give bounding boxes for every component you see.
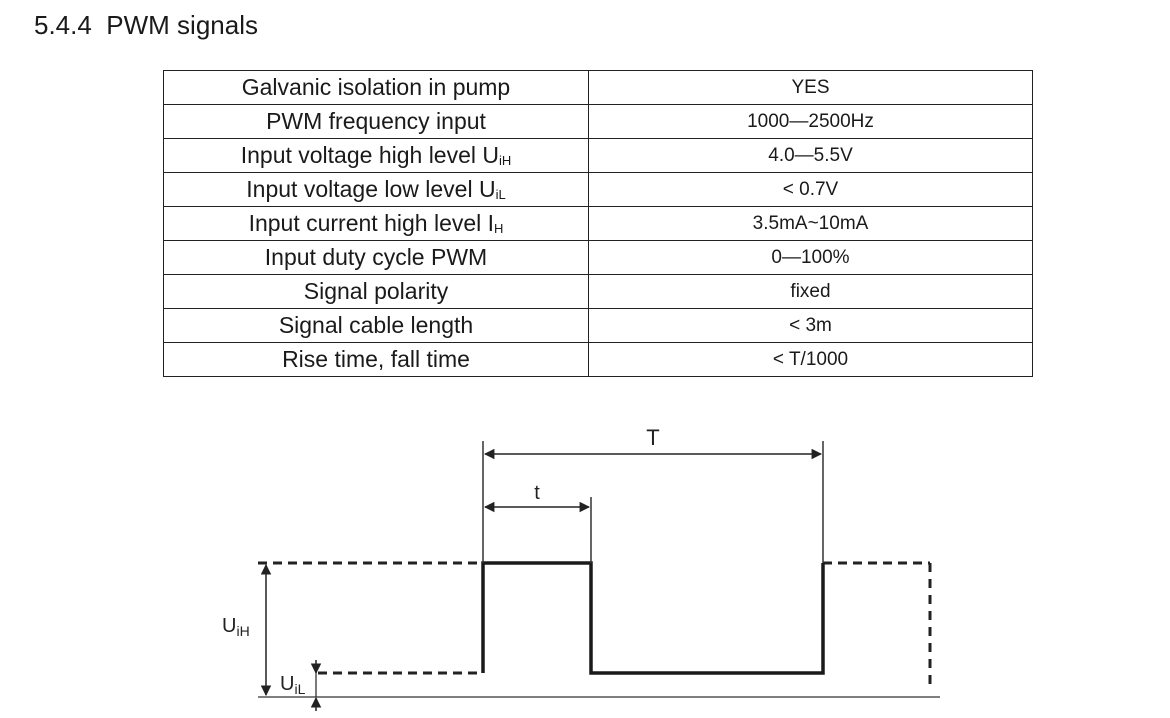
section-heading: 5.4.4 PWM signals — [34, 8, 258, 42]
table-row: Input duty cycle PWM 0—100% — [163, 240, 1033, 275]
pwm-waveform — [481, 561, 825, 675]
value-cell: 0—100% — [588, 240, 1033, 275]
value-cell: fixed — [588, 274, 1033, 309]
table-row: Rise time, fall time < T/1000 — [163, 342, 1033, 377]
value-cell: < 3m — [588, 308, 1033, 343]
low-level-label: UiL — [280, 673, 306, 697]
param-cell: Rise time, fall time — [163, 342, 589, 377]
pulse-width-label: t — [534, 482, 540, 504]
table-row: Galvanic isolation in pump YES — [163, 70, 1033, 105]
value-cell: YES — [588, 70, 1033, 105]
pwm-spec-table: Galvanic isolation in pump YES PWM frequ… — [163, 70, 1033, 377]
param-cell: Input voltage low level UiL — [163, 172, 589, 207]
param-cell: Input current high level IH — [163, 206, 589, 241]
param-cell: Galvanic isolation in pump — [163, 70, 589, 105]
table-row: PWM frequency input 1000—2500Hz — [163, 104, 1033, 139]
value-cell: < T/1000 — [588, 342, 1033, 377]
value-cell: 3.5mA~10mA — [588, 206, 1033, 241]
period-label: T — [646, 425, 659, 450]
table-row: Input current high level IH 3.5mA~10mA — [163, 206, 1033, 241]
param-cell: Signal cable length — [163, 308, 589, 343]
param-cell: Signal polarity — [163, 274, 589, 309]
param-cell: Input duty cycle PWM — [163, 240, 589, 275]
param-cell: Input voltage high level UiH — [163, 138, 589, 173]
value-cell: 1000—2500Hz — [588, 104, 1033, 139]
param-cell: PWM frequency input — [163, 104, 589, 139]
table-row: Signal polarity fixed — [163, 274, 1033, 309]
section-number: 5.4.4 — [34, 10, 92, 40]
table-row: Input voltage high level UiH 4.0—5.5V — [163, 138, 1033, 173]
table-row: Input voltage low level UiL < 0.7V — [163, 172, 1033, 207]
high-level-label: UiH — [222, 615, 250, 639]
value-cell: 4.0—5.5V — [588, 138, 1033, 173]
section-title: PWM signals — [106, 10, 258, 40]
value-cell: < 0.7V — [588, 172, 1033, 207]
table-row: Signal cable length < 3m — [163, 308, 1033, 343]
